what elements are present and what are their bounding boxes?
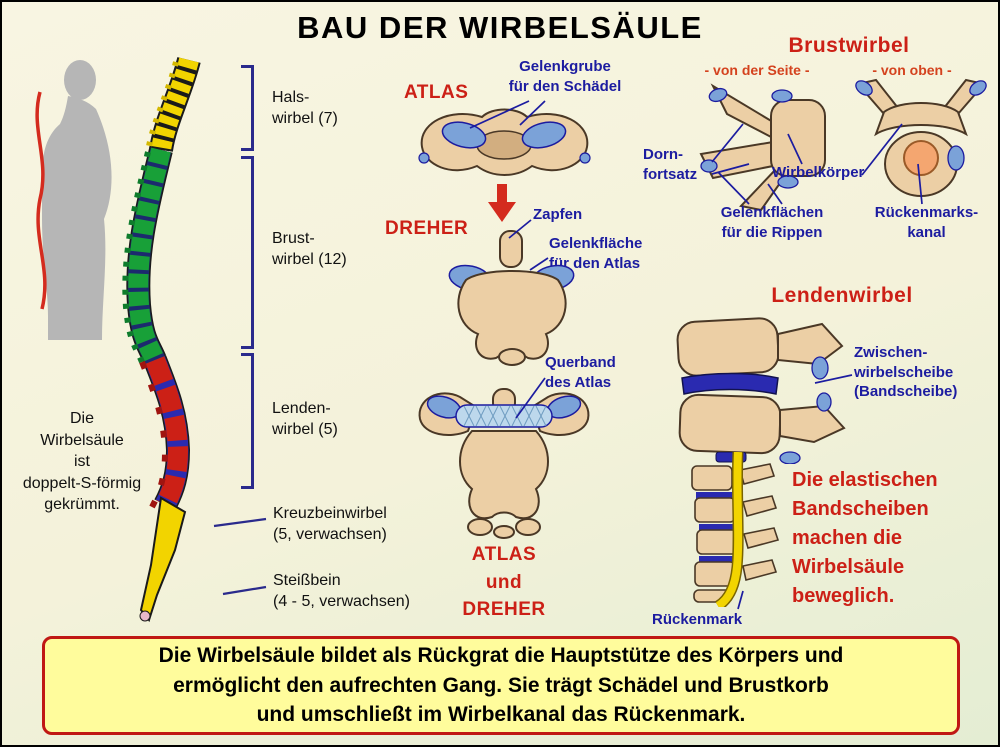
page-title: BAU DER WIRBELSÄULE — [297, 10, 703, 45]
atlas-illustration — [418, 108, 591, 176]
top-view-caption: - von oben - — [872, 62, 952, 78]
querband-label: Querband des Atlas — [545, 354, 616, 391]
coccyx-tip — [139, 610, 151, 622]
sacrum-shape — [139, 496, 187, 623]
spine-illustration — [122, 56, 201, 623]
side-view-caption: - von der Seite - — [704, 62, 810, 78]
spinal-cord-shape — [715, 452, 743, 607]
spinal-canal-shape — [903, 140, 939, 176]
spinal-cord-illustration — [691, 452, 780, 607]
rueckenmarkskanal-label: Rückenmarks- kanal — [874, 204, 979, 241]
footer-box: Die Wirbelsäule bildet als Rückgrat die … — [42, 636, 960, 735]
bracket-lendenwirbel — [241, 353, 254, 489]
s-curve-line — [35, 91, 47, 310]
region-label-lendenwirbel: Lenden- wirbel (5) — [272, 400, 338, 438]
spine-caption: Die Wirbelsäule ist doppelt-S-förmig gek… — [22, 410, 142, 514]
down-arrow-icon — [488, 184, 516, 222]
brustwirbel-heading: Brustwirbel — [788, 34, 910, 57]
atlas-dreher-illustration — [418, 388, 590, 539]
rueckenmark-label: Rückenmark — [652, 611, 743, 628]
gelenkflaechen-label: Gelenkflächen für die Rippen — [720, 204, 824, 241]
dornfortsatz-label: Dorn- fortsatz — [643, 146, 698, 183]
human-silhouette-illustration — [35, 60, 112, 340]
wirbelkoerper-label: Wirbelkörper — [772, 164, 865, 181]
gelenkgrube-label: Gelenkgrube für den Schädel — [508, 58, 622, 95]
dreher-heading: DREHER — [385, 218, 469, 239]
dreher-illustration — [448, 230, 575, 366]
zwischenwirbelscheibe-label: Zwischen- wirbelscheibe (Bandscheibe) — [854, 344, 958, 400]
atlas-dreher-heading: ATLAS und DREHER — [462, 544, 546, 621]
region-label-halswirbel: Hals- wirbel (7) — [272, 89, 338, 127]
atlas-heading: ATLAS — [404, 82, 469, 103]
region-label-kreuzbeinwirbel: Kreuzbeinwirbel (5, verwachsen) — [273, 505, 387, 543]
region-label-brustwirbel: Brust- wirbel (12) — [272, 230, 347, 268]
footer-text: Die Wirbelsäule bildet als Rückgrat die … — [158, 643, 844, 727]
thoracic-side-illustration — [699, 83, 826, 212]
elastic-note: Die elastischen Bandscheiben machen die … — [792, 469, 938, 607]
bracket-halswirbel — [241, 65, 254, 151]
lendenwirbel-heading: Lendenwirbel — [771, 284, 913, 307]
zapfen-label: Zapfen — [533, 206, 583, 223]
disc-shape — [681, 372, 779, 395]
bracket-brustwirbel — [241, 156, 254, 349]
lumbar-illustration — [676, 317, 846, 464]
region-label-steissbein: Steißbein (4 - 5, verwachsen) — [273, 572, 410, 610]
thoracic-top-illustration — [855, 78, 987, 197]
